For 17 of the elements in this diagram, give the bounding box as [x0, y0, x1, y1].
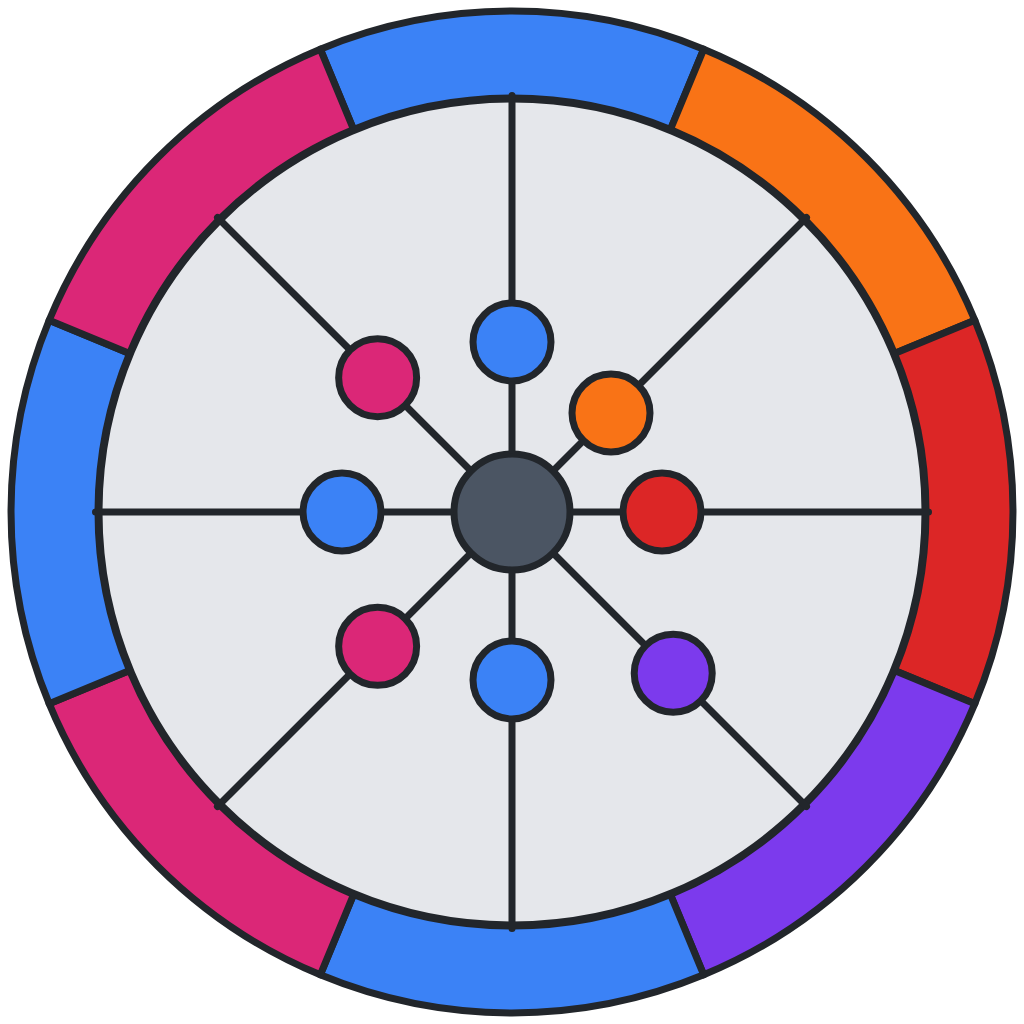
spoke-line	[508, 92, 516, 303]
spoke-line	[552, 439, 585, 472]
spoke-line	[381, 508, 454, 516]
spoke-line	[552, 552, 647, 647]
spoke-line	[508, 381, 516, 454]
spoke-line	[508, 719, 516, 932]
spoke-line	[637, 214, 810, 387]
spoke-line	[701, 508, 932, 516]
spoke-line	[92, 508, 303, 516]
spoke-line	[214, 214, 352, 352]
spoke-line	[570, 508, 623, 516]
spoke-line	[508, 570, 516, 641]
spoke-line	[404, 552, 472, 620]
spoke-line	[699, 699, 810, 810]
hub-circle	[450, 450, 574, 574]
spoke-line	[214, 672, 352, 810]
spoke-line	[404, 404, 472, 472]
